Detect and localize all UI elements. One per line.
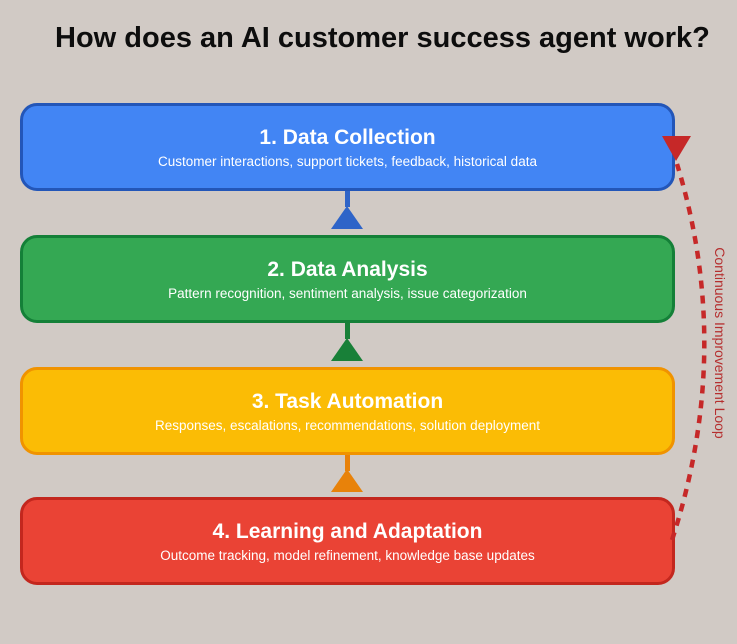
step-description: Pattern recognition, sentiment analysis,… bbox=[168, 285, 527, 301]
step-title: 2. Data Analysis bbox=[267, 257, 428, 281]
connector-arrowhead-icon bbox=[331, 338, 363, 361]
step-title: 4. Learning and Adaptation bbox=[212, 519, 483, 543]
step-description: Customer interactions, support tickets, … bbox=[158, 153, 537, 169]
connector-arrowhead-icon bbox=[331, 206, 363, 229]
connector-stem bbox=[345, 191, 350, 207]
connector-arrowhead-icon bbox=[331, 469, 363, 492]
improvement-loop-label: Continuous Improvement Loop bbox=[712, 247, 728, 439]
step-title: 1. Data Collection bbox=[259, 125, 436, 149]
page-title: How does an AI customer success agent wo… bbox=[55, 22, 710, 54]
step-box-learning-adaptation: 4. Learning and Adaptation Outcome track… bbox=[20, 497, 675, 585]
step-description: Responses, escalations, recommendations,… bbox=[155, 417, 540, 433]
step-description: Outcome tracking, model refinement, know… bbox=[160, 547, 535, 563]
step-box-data-collection: 1. Data Collection Customer interactions… bbox=[20, 103, 675, 191]
connector-stem bbox=[345, 323, 350, 339]
step-title: 3. Task Automation bbox=[251, 389, 444, 413]
step-box-task-automation: 3. Task Automation Responses, escalation… bbox=[20, 367, 675, 455]
step-box-data-analysis: 2. Data Analysis Pattern recognition, se… bbox=[20, 235, 675, 323]
connector-stem bbox=[345, 455, 350, 471]
loop-dashed-path bbox=[669, 163, 707, 541]
